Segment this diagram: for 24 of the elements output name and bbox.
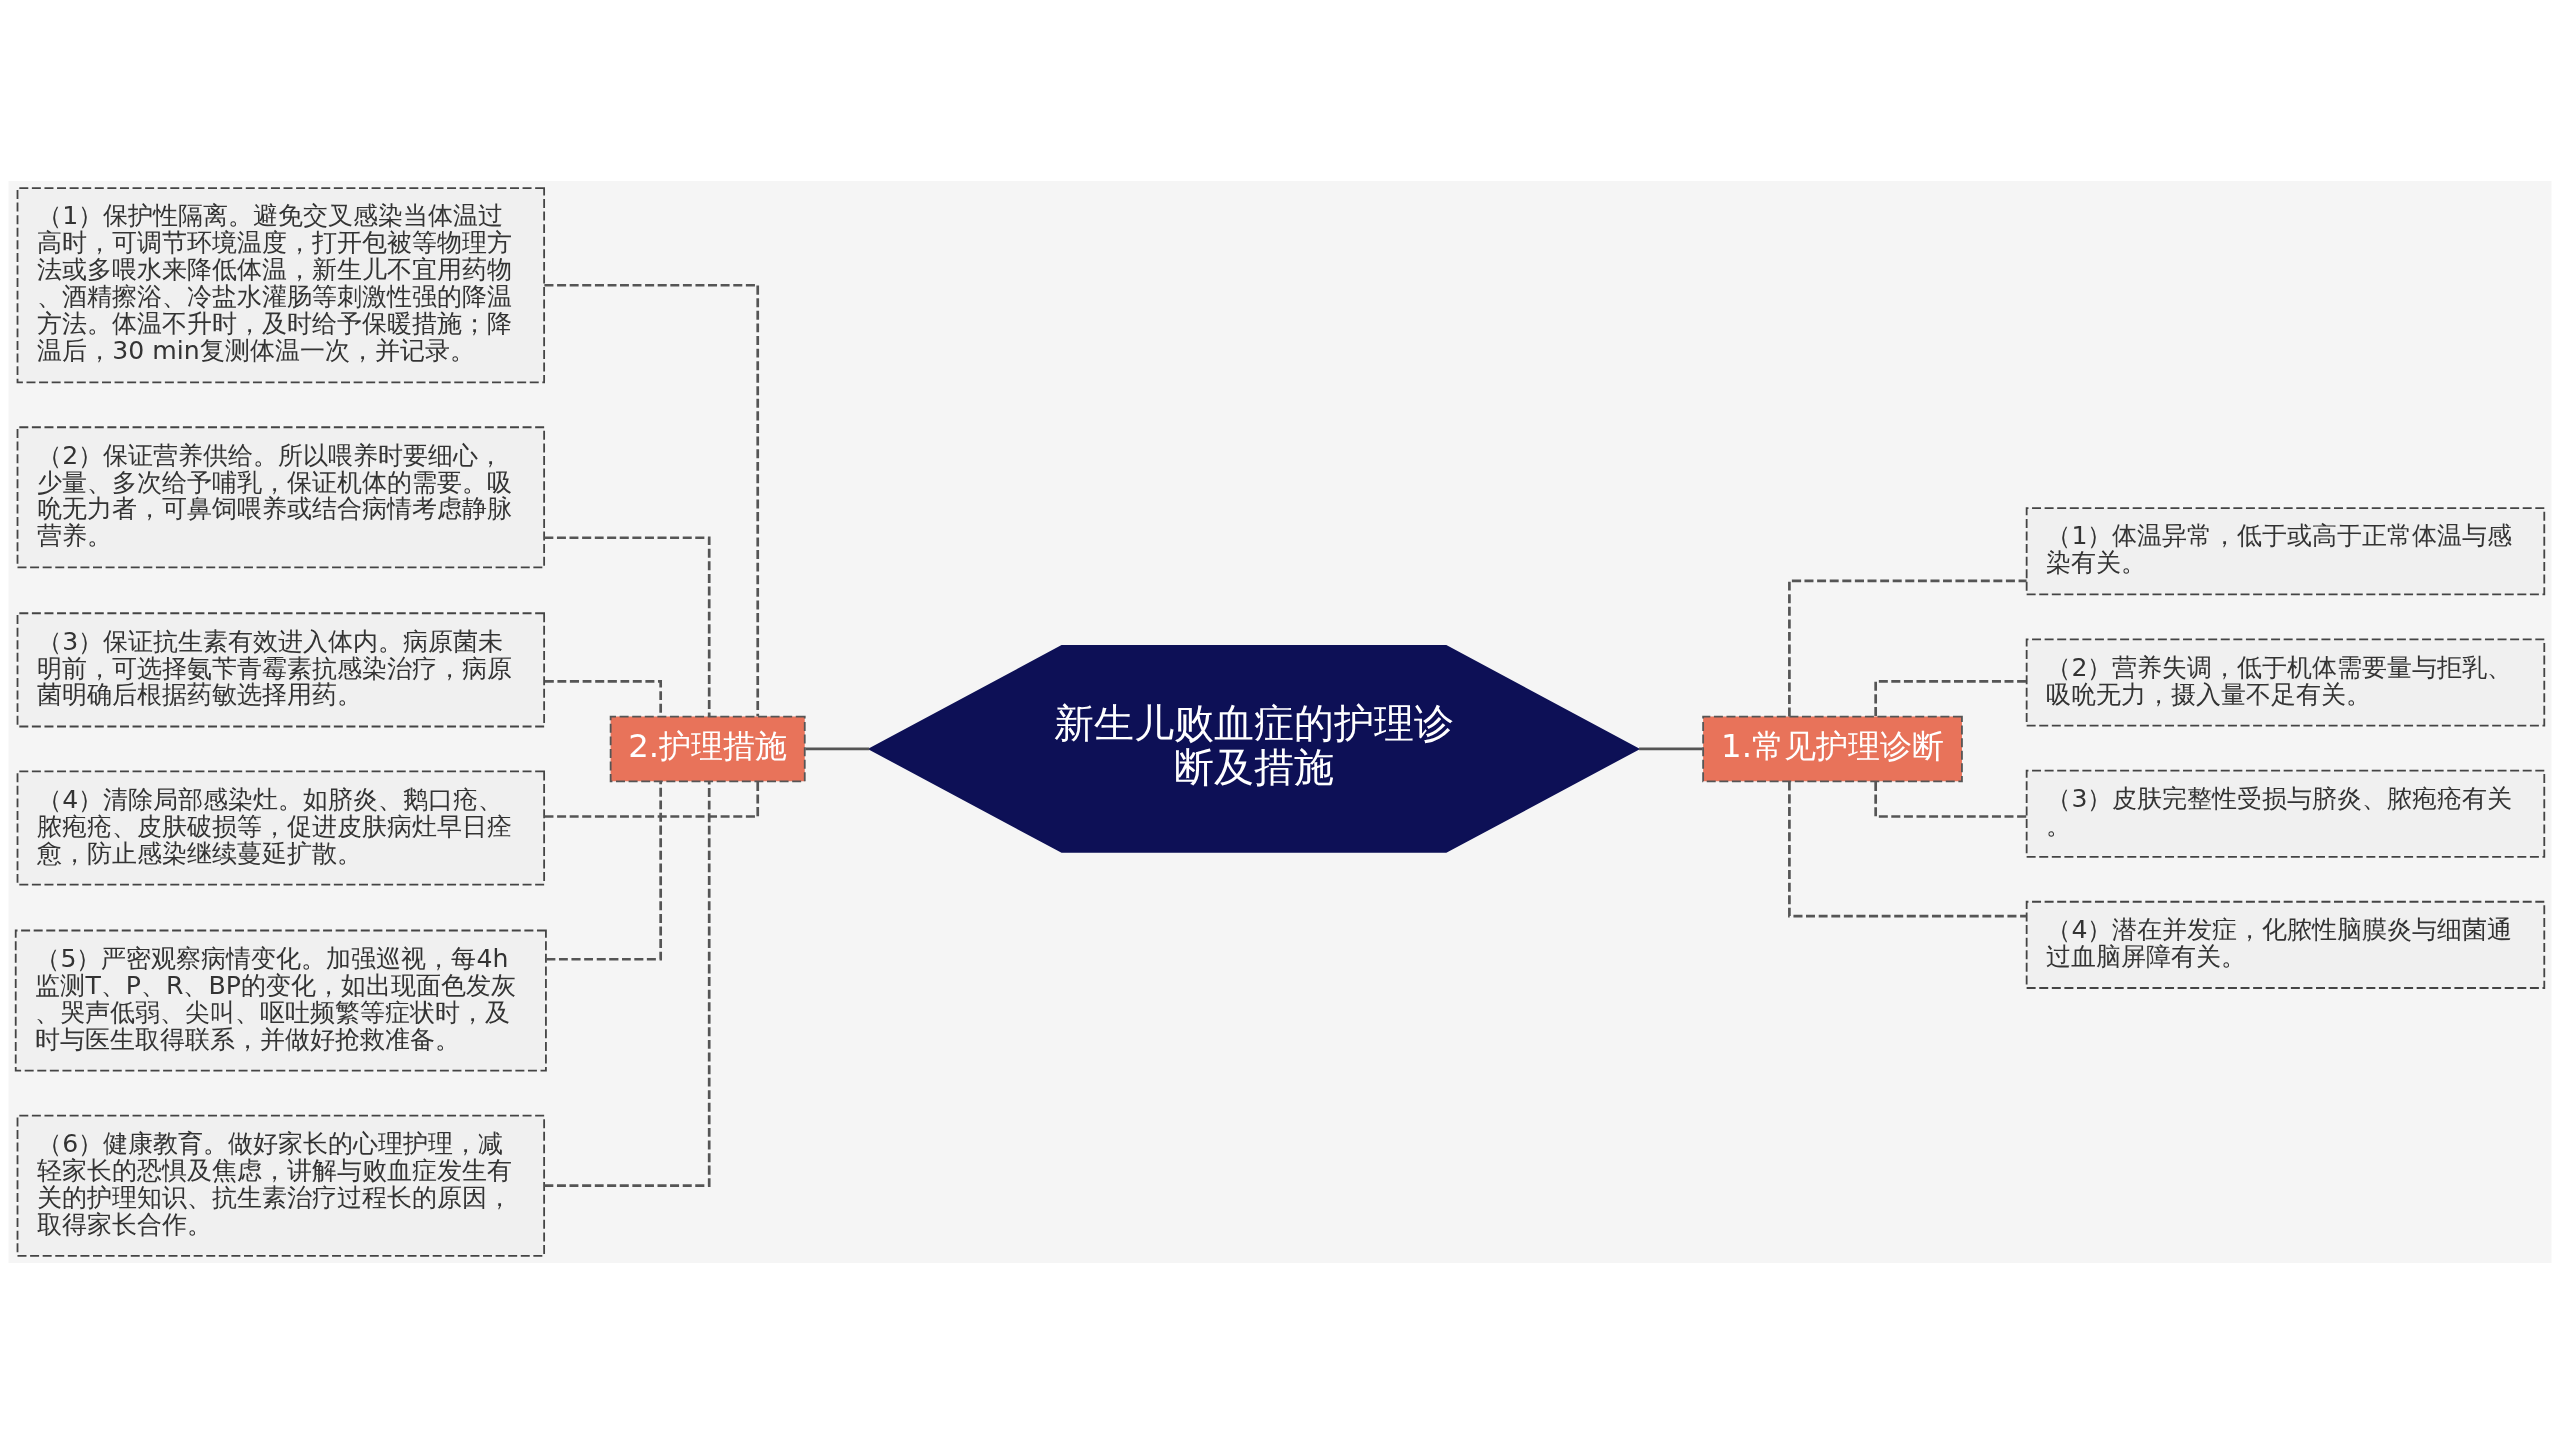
node-box: （1）保护性隔离。避免交叉感染当体温过高时，可调节环境温度，打开包被等物理方法或多喂水来降低体温，新生儿不宜用药物、酒精擦浴、冷盐水灌肠等刺激性强的降温方法。体温不升时，及时给予保暖措施；降温后，30 min复测体温一次，并记录。	[16, 187, 546, 384]
node-box: （4）潜在并发症，化脓性脑膜炎与细菌通过血脑屏障有关。	[2025, 900, 2546, 989]
node-box: （6）健康教育。做好家长的心理护理，减轻家长的恐惧及焦虑，讲解与败血症发生有关的护理知识、抗生素治疗过程长的原因，取得家长合作。	[16, 1114, 546, 1257]
connector	[1639, 747, 1703, 751]
connector	[1874, 781, 2027, 818]
connector	[544, 536, 711, 717]
node-box: 1.常见护理诊断	[1702, 715, 1963, 783]
connector	[546, 781, 662, 961]
node-box: （2）保证营养供给。所以喂养时要细心，少量、多次给予哺乳，保证机体的需要。吸吮无力者，可鼻饲喂养或结合病情考虑静脉营养。	[16, 426, 546, 569]
connector	[805, 747, 870, 751]
connector	[1788, 579, 2027, 717]
node-box: （3）皮肤完整性受损与脐炎、脓疱疮有关。	[2025, 769, 2546, 858]
node-box: （4）清除局部感染灶。如脐炎、鹅口疮、脓疱疮、皮肤破损等，促进皮肤病灶早日痊愈，防止感染继续蔓延扩散。	[16, 770, 546, 886]
connector	[544, 680, 662, 716]
node-box: 2.护理措施	[609, 715, 806, 783]
node-box: （2）营养失调，低于机体需要量与拒乳、吸吮无力，摄入量不足有关。	[2025, 638, 2546, 727]
connector	[1788, 782, 2027, 918]
connector	[544, 781, 711, 1188]
node-box: （1）体温异常，低于或高于正常体温与感染有关。	[2025, 507, 2546, 596]
connector	[544, 781, 760, 818]
connector	[544, 283, 760, 717]
node-box: （5）严密观察病情变化。加强巡视，每4h监测T、P、R、BP的变化，如出现面色发灰、哭声低弱、尖叫、呕吐频繁等症状时，及时与医生取得联系，并做好抢救准备。	[14, 929, 547, 1072]
connector	[1874, 680, 2027, 716]
node-box: （3）保证抗生素有效进入体内。病原菌未明前，可选择氨苄青霉素抗感染治疗，病原菌明确后根据药敏选择用药。	[16, 612, 546, 728]
